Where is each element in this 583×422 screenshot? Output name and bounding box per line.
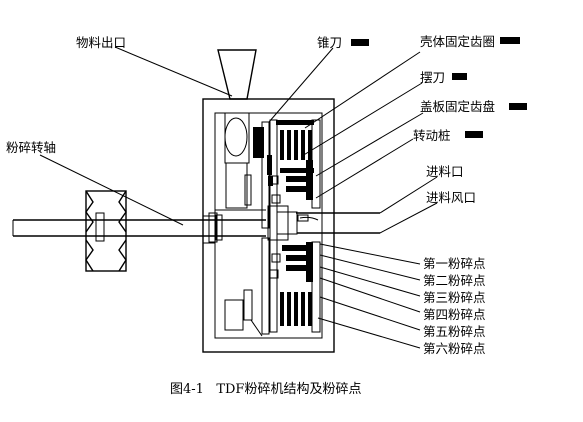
label-rotating-pin: 转动桩	[413, 128, 451, 143]
label-point-6: 第六粉碎点	[423, 341, 486, 356]
label-feed-inlet: 进料口	[426, 164, 464, 179]
label-shell-ring: 壳体固定齿圈	[420, 34, 495, 49]
label-marks	[351, 37, 527, 138]
label-crushing-shaft: 粉碎转轴	[6, 140, 56, 155]
label-feed-air-inlet: 进料风口	[426, 190, 476, 205]
label-point-4: 第四粉碎点	[423, 307, 486, 322]
label-point-2: 第二粉碎点	[423, 273, 486, 288]
material-outlet-hopper	[217, 49, 257, 100]
machine-housing	[202, 98, 335, 353]
label-cover-disc: 盖板固定齿盘	[420, 99, 495, 114]
label-swing-knife: 摆刀	[420, 70, 445, 85]
lower-toothed-rings	[269, 241, 321, 333]
left-interior-parts	[215, 112, 266, 337]
label-point-1: 第一粉碎点	[423, 256, 486, 271]
figure-caption: 图4-1 TDF粉碎机结构及粉碎点	[170, 382, 361, 397]
label-point-3: 第三粉碎点	[423, 290, 486, 305]
crushing-shaft	[12, 212, 266, 243]
label-cone-knife: 锥刀	[317, 35, 342, 50]
label-point-5: 第五粉碎点	[423, 324, 486, 339]
label-material-outlet: 物料出口	[76, 35, 126, 50]
belt-pulley	[85, 190, 127, 272]
feed-pipe	[296, 212, 380, 234]
upper-toothed-rings	[269, 119, 321, 209]
leader-lines	[39, 46, 438, 349]
